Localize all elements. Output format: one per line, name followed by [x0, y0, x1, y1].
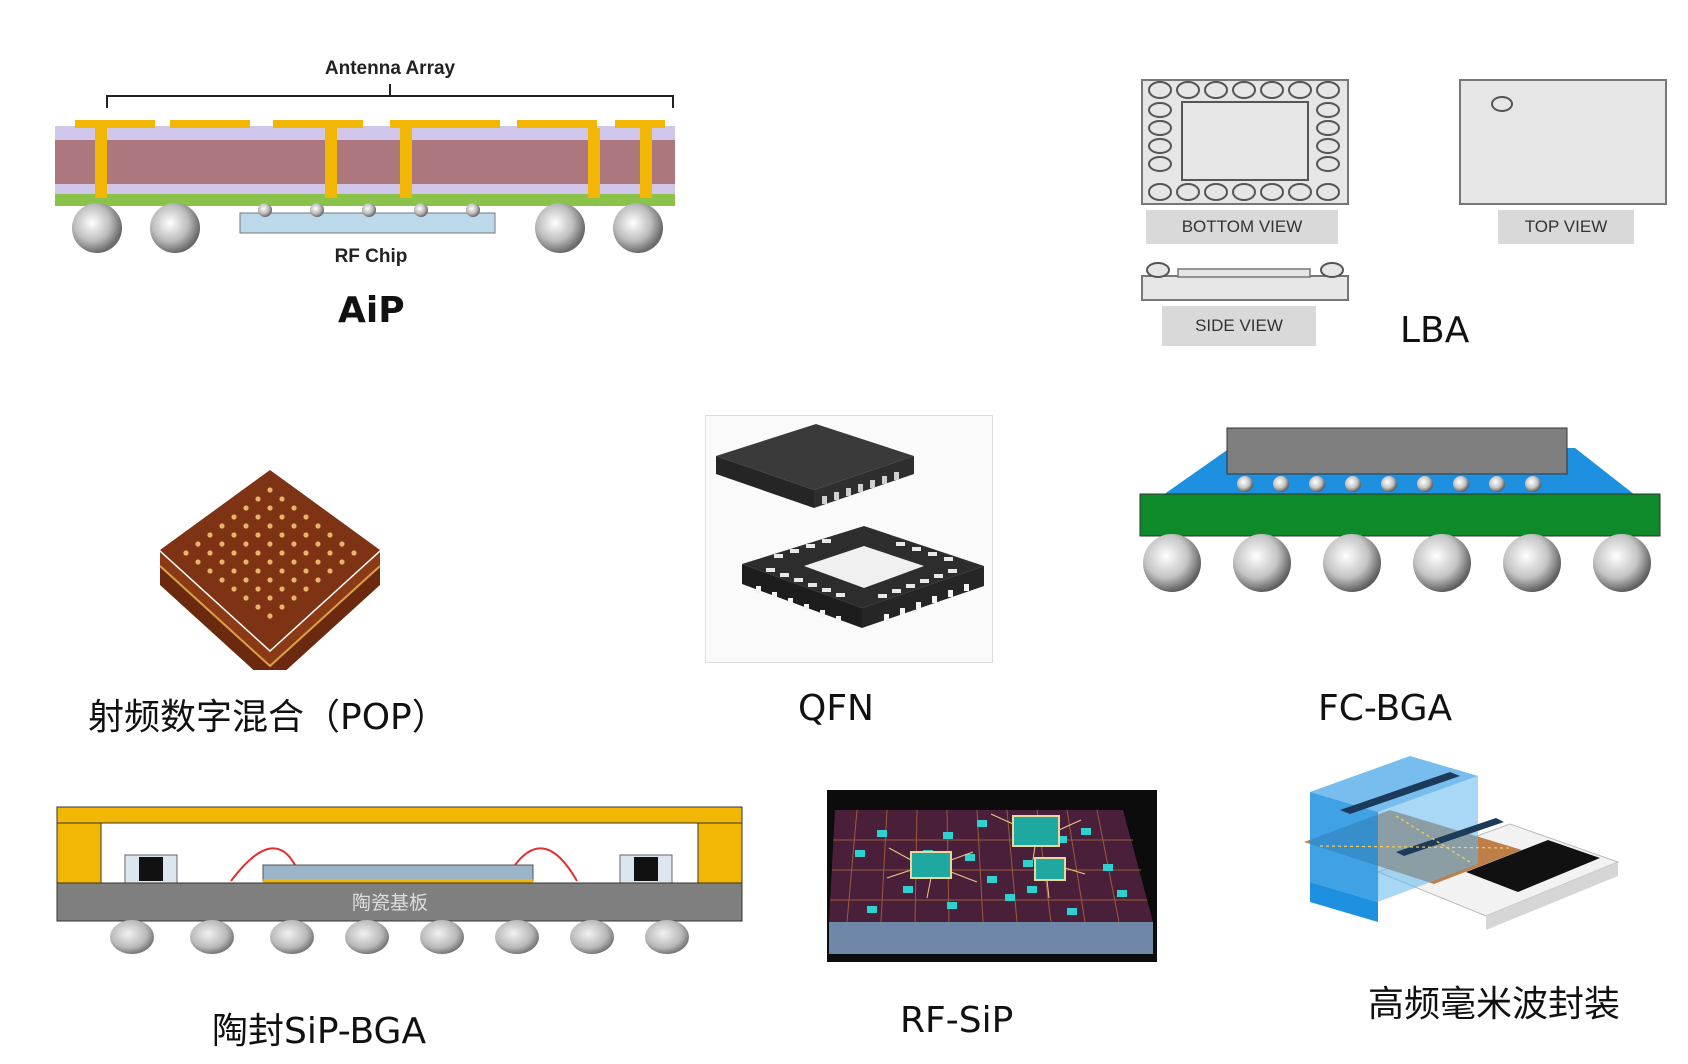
rf-sip-components: [855, 820, 1127, 915]
fcbga-substrate: [1139, 493, 1661, 537]
die: [262, 864, 534, 882]
ceramic-solder-balls: [110, 920, 689, 954]
qfn-top-side-left: [716, 456, 814, 508]
rf-sip-illustration: [829, 809, 1153, 954]
mmwave-cavity-base: [1310, 882, 1378, 922]
lba-illustration: [1141, 79, 1667, 301]
qfn-top-package: [716, 424, 914, 490]
lba-side-ball-left: [1146, 262, 1170, 278]
lba-top-view: [1459, 79, 1667, 205]
die-attach: [263, 879, 533, 883]
flip-chip-die: [1226, 427, 1568, 475]
lba-side-ball-right: [1320, 262, 1344, 278]
substrate-label: 陶瓷基板: [352, 892, 428, 914]
caption-ceramic-sip: 陶封SiP-BGA: [212, 1011, 427, 1052]
rf-sip-diagram: [827, 790, 1157, 962]
lba-side-view: [1141, 275, 1349, 301]
mmwave-cavity-front: [1378, 776, 1478, 902]
fcbga-solder-balls: [1143, 534, 1651, 592]
green-layer: [55, 194, 675, 206]
dielectric-layer: [55, 140, 675, 184]
fcbga-diagram: [1135, 420, 1675, 600]
mmwave-cavity-top: [1310, 756, 1478, 812]
mmwave-via-row: [1319, 845, 1511, 849]
qfn-side-leads: [756, 584, 969, 623]
qfn-bottom-leads: [766, 539, 957, 598]
mmwave-black-pad: [1466, 840, 1600, 892]
ceramic-substrate: [56, 882, 743, 922]
qfn-illustration: [716, 424, 984, 628]
caption-fcbga: FC-BGA: [1318, 688, 1453, 729]
ceramic-sip-diagram: 陶瓷基板: [55, 805, 745, 955]
aip-illustration: Antenna Array RF Chip: [55, 58, 675, 267]
lid-wall-right: [697, 822, 743, 884]
lba-pads: [1148, 81, 1340, 201]
pop-diagram: [150, 470, 400, 685]
qfn-top-leads: [822, 472, 899, 504]
caption-mmwave: 高频毫米波封装: [1368, 984, 1621, 1025]
lid-top: [56, 806, 743, 824]
caption-lba: LBA: [1400, 310, 1470, 351]
solder-balls: [72, 203, 663, 253]
bond-wire-left: [230, 847, 296, 882]
flip-chip-bumps: [1237, 476, 1541, 492]
lba-side-die: [1177, 268, 1311, 278]
aip-diagram: Antenna Array RF Chip: [55, 50, 735, 310]
chip-bumps: [258, 203, 480, 217]
mmwave-via-row-2: [1395, 815, 1471, 863]
qfn-bottom-side-right: [862, 566, 984, 628]
rf-sip-board-side: [829, 922, 1153, 954]
rf-sip-chips: [910, 815, 1066, 881]
caption-rf-sip: RF-SiP: [900, 1000, 1014, 1041]
component-right-core: [634, 857, 658, 881]
rf-chip-label: RF Chip: [335, 246, 408, 267]
component-left-core: [139, 857, 163, 881]
rf-sip-bond-wires: [886, 813, 1086, 899]
mmwave-feed-line: [1340, 772, 1460, 814]
caption-pop: 射频数字混合（POP）: [88, 697, 448, 738]
antenna-array-label: Antenna Array: [325, 58, 456, 79]
top-view-label: TOP VIEW: [1498, 210, 1634, 244]
antenna-bracket: [106, 84, 674, 108]
pin1-marker: [1491, 96, 1513, 112]
mmwave-substrate-front: [1486, 862, 1618, 930]
fcbga-illustration: [1139, 427, 1661, 592]
pop-illustration: [159, 470, 381, 685]
antenna-patches: [75, 120, 665, 198]
mmwave-cavity-left: [1310, 792, 1378, 902]
mmwave-illustration: [1304, 756, 1620, 930]
bottom-view-label: BOTTOM VIEW: [1146, 210, 1338, 244]
caption-aip: AiP: [338, 290, 405, 331]
qfn-bottom-side-left: [742, 564, 862, 628]
lid-wall-left: [56, 822, 102, 884]
mmwave-diagram: [1300, 752, 1640, 942]
bond-wire-right: [514, 847, 578, 882]
caption-qfn: QFN: [798, 688, 874, 729]
lba-diagram: BOTTOM VIEW TOP VIEW SIDE VIEW: [1140, 78, 1680, 358]
lba-die-outline: [1181, 101, 1309, 181]
ceramic-sip-illustration: 陶瓷基板: [56, 806, 743, 954]
pop-lower-package: [160, 565, 380, 685]
qfn-exposed-pad: [804, 546, 924, 588]
pop-interposer-line: [159, 565, 381, 668]
qfn-diagram: [705, 415, 993, 663]
side-view-label: SIDE VIEW: [1162, 306, 1316, 346]
pop-ball-grid: [183, 487, 357, 619]
